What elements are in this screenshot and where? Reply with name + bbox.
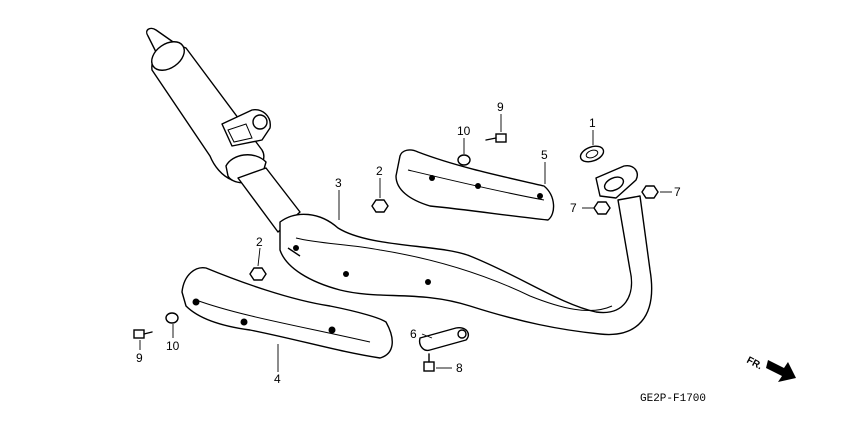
- bolt-9-lower: [133, 329, 153, 339]
- muffler-exhaust-pipe: [146, 27, 653, 336]
- nut-2-lower: [249, 267, 267, 281]
- callout-7-right: 7: [674, 185, 681, 199]
- front-label: FR.: [745, 355, 765, 372]
- stay-clamp: [418, 326, 470, 352]
- callout-10-upper: 10: [457, 124, 471, 138]
- callout-2-upper: 2: [376, 164, 383, 178]
- nut-7-right: [641, 185, 659, 199]
- lower-heat-shield: [181, 267, 393, 359]
- bolt-8: [423, 353, 435, 372]
- callout-8: 8: [456, 361, 463, 375]
- callout-1: 1: [589, 116, 596, 130]
- callout-3: 3: [335, 176, 342, 190]
- callout-9-upper: 9: [497, 100, 504, 114]
- front-direction-marker: FR.: [745, 355, 796, 382]
- callout-9-lower: 9: [136, 351, 143, 365]
- callout-6: 6: [410, 327, 417, 341]
- callout-7-left: 7: [570, 201, 577, 215]
- washer-10-lower: [165, 312, 179, 324]
- nut-2-upper: [371, 199, 389, 213]
- callout-10-lower: 10: [166, 339, 180, 353]
- callout-4: 4: [274, 372, 281, 386]
- leader-lines: [139, 114, 672, 372]
- front-arrow-icon: [766, 360, 796, 382]
- gasket: [579, 145, 605, 163]
- callout-5: 5: [541, 148, 548, 162]
- upper-heat-shield: [395, 149, 555, 221]
- nut-7-left: [593, 201, 611, 215]
- bolt-9-upper: [485, 133, 507, 143]
- callout-2-lower: 2: [256, 235, 263, 249]
- figure-code: GE2P-F1700: [640, 393, 706, 405]
- washer-10-upper: [457, 154, 471, 166]
